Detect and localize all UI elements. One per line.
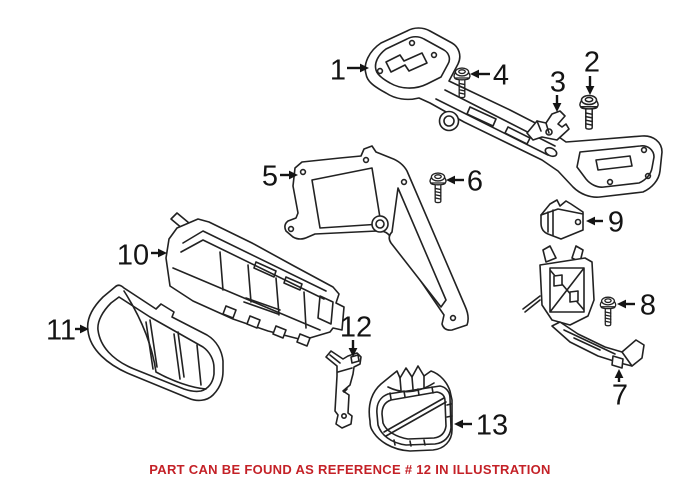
part-13-brake-air-duct-illustration	[368, 365, 453, 452]
reference-caption: PART CAN BE FOUND AS REFERENCE # 12 IN I…	[149, 462, 551, 477]
callout-arrowhead-6	[446, 175, 455, 185]
callout-arrowhead-11	[80, 324, 89, 334]
callout-5: 5	[262, 161, 298, 193]
callout-number-11: 11	[46, 315, 76, 347]
callout-11: 11	[46, 315, 89, 347]
callout-number-12: 12	[340, 312, 372, 344]
callout-arrowhead-10	[158, 248, 167, 258]
callout-number-2: 2	[584, 47, 600, 79]
callout-number-5: 5	[262, 161, 278, 193]
part-11-air-intake-duct-illustration	[86, 284, 224, 402]
callout-arrowhead-9	[586, 216, 595, 226]
callout-13: 13	[454, 410, 508, 442]
callout-number-10: 10	[117, 240, 149, 272]
callout-number-8: 8	[640, 290, 656, 322]
callout-arrowhead-1	[360, 63, 369, 73]
callout-10: 10	[117, 240, 167, 272]
callout-number-4: 4	[493, 60, 509, 92]
part-8-screw-illustration	[599, 296, 617, 327]
callout-number-13: 13	[476, 410, 508, 442]
callout-arrowhead-3	[552, 103, 562, 112]
part-1-upper-tie-bar-illustration	[364, 27, 663, 198]
callout-arrowhead-5	[289, 170, 298, 180]
callout-9: 9	[586, 207, 624, 239]
callout-2: 2	[584, 47, 600, 95]
callout-4: 4	[470, 60, 509, 92]
callout-number-6: 6	[467, 166, 483, 198]
callout-number-7: 7	[612, 380, 628, 412]
part-6-screw-illustration	[429, 172, 447, 204]
part-12-mounting-bracket-illustration	[325, 350, 362, 429]
callout-7: 7	[612, 369, 628, 412]
callout-number-9: 9	[608, 207, 624, 239]
callout-number-1: 1	[330, 55, 346, 87]
part-5-support-brace-illustration	[284, 145, 469, 331]
callout-1: 1	[330, 55, 369, 87]
part-2-screw-illustration	[579, 94, 599, 130]
callout-arrowhead-4	[470, 69, 479, 79]
callout-8: 8	[617, 290, 656, 322]
callout-arrowhead-2	[585, 86, 595, 95]
callout-3: 3	[550, 67, 566, 112]
part-3-clip-bracket-illustration	[526, 110, 570, 141]
part-9-small-bracket-illustration	[540, 199, 584, 240]
callout-arrowhead-7	[614, 369, 624, 378]
callout-12: 12	[340, 312, 372, 357]
callout-arrowhead-12	[348, 348, 358, 357]
callout-arrowhead-8	[617, 299, 626, 309]
callout-6: 6	[446, 166, 483, 198]
callout-arrowhead-13	[454, 419, 463, 429]
part-7-side-bracket-illustration	[522, 245, 645, 369]
part-10-air-duct-housing-illustration	[165, 212, 345, 347]
callout-number-3: 3	[550, 67, 566, 99]
